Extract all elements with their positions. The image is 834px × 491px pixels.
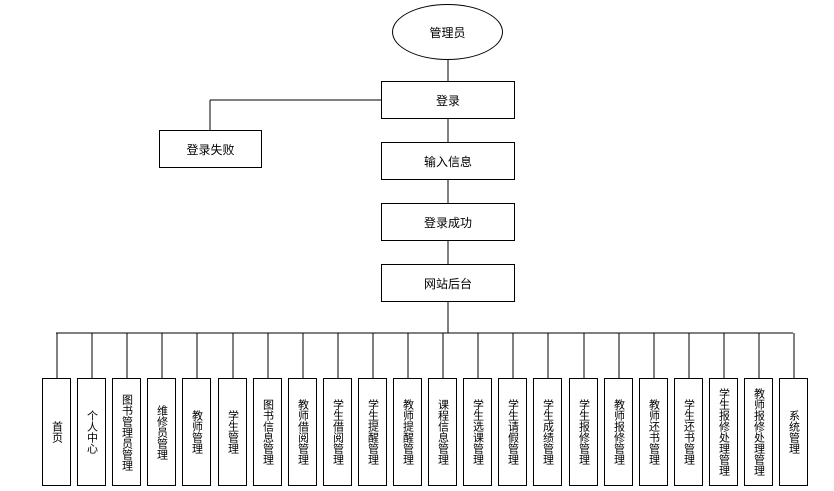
module-label: 学生请假管理	[506, 399, 520, 465]
module-label: 图书管理员管理	[120, 393, 134, 471]
module-label: 首页	[50, 421, 64, 443]
module-box: 教师借阅管理	[288, 378, 317, 486]
module-connectors	[56, 333, 795, 378]
input-info-node: 输入信息	[381, 142, 515, 180]
module-box: 图书信息管理	[253, 378, 282, 486]
module-label: 学生管理	[226, 410, 240, 454]
module-label: 学生报修处理管理	[717, 388, 731, 476]
module-box: 学生管理	[218, 378, 247, 486]
backend-node: 网站后台	[381, 264, 515, 302]
module-box: 学生报修处理管理	[709, 378, 738, 486]
module-box: 维修员管理	[147, 378, 176, 486]
module-label: 个人中心	[85, 410, 99, 454]
module-box: 教师报修管理	[604, 378, 633, 486]
admin-label: 管理员	[429, 25, 466, 40]
module-label: 学生选课管理	[471, 399, 485, 465]
login-label: 登录	[435, 93, 460, 108]
login-fail-node: 登录失败	[159, 130, 262, 168]
module-box: 教师报修处理管理	[744, 378, 773, 486]
module-box: 教师管理	[182, 378, 211, 486]
module-box: 学生借阅管理	[323, 378, 352, 486]
module-box: 系统管理	[779, 378, 808, 486]
module-label: 教师报修处理管理	[752, 388, 766, 476]
module-label: 教师还书管理	[647, 399, 661, 465]
login-success-node: 登录成功	[381, 203, 515, 241]
module-label: 教师借阅管理	[296, 399, 310, 465]
module-label: 教师管理	[190, 410, 204, 454]
module-label: 维修员管理	[155, 404, 169, 460]
module-label: 教师报修管理	[612, 399, 626, 465]
module-box: 学生请假管理	[498, 378, 527, 486]
module-box: 学生提醒管理	[358, 378, 387, 486]
module-box: 个人中心	[77, 378, 106, 486]
login-success-label: 登录成功	[423, 215, 472, 230]
admin-node: 管理员	[392, 4, 503, 60]
input-info-label: 输入信息	[423, 154, 472, 169]
module-box: 课程信息管理	[428, 378, 457, 486]
login-fail-label: 登录失败	[186, 142, 235, 157]
module-box: 学生成绩管理	[533, 378, 562, 486]
module-box: 学生还书管理	[674, 378, 703, 486]
module-label: 系统管理	[787, 410, 801, 454]
module-label: 学生成绩管理	[541, 399, 555, 465]
module-box: 图书管理员管理	[112, 378, 141, 486]
module-box: 教师提醒管理	[393, 378, 422, 486]
module-label: 学生借阅管理	[331, 399, 345, 465]
module-box: 首页	[42, 378, 71, 486]
module-label: 学生报修管理	[577, 399, 591, 465]
backend-label: 网站后台	[423, 276, 472, 291]
module-box: 学生报修管理	[569, 378, 598, 486]
module-label: 学生提醒管理	[366, 399, 380, 465]
module-box: 学生选课管理	[463, 378, 492, 486]
module-label: 学生还书管理	[682, 399, 696, 465]
module-box: 教师还书管理	[639, 378, 668, 486]
module-label: 图书信息管理	[261, 399, 275, 465]
module-label: 教师提醒管理	[401, 399, 415, 465]
login-node: 登录	[381, 81, 515, 119]
module-label: 课程信息管理	[436, 399, 450, 465]
